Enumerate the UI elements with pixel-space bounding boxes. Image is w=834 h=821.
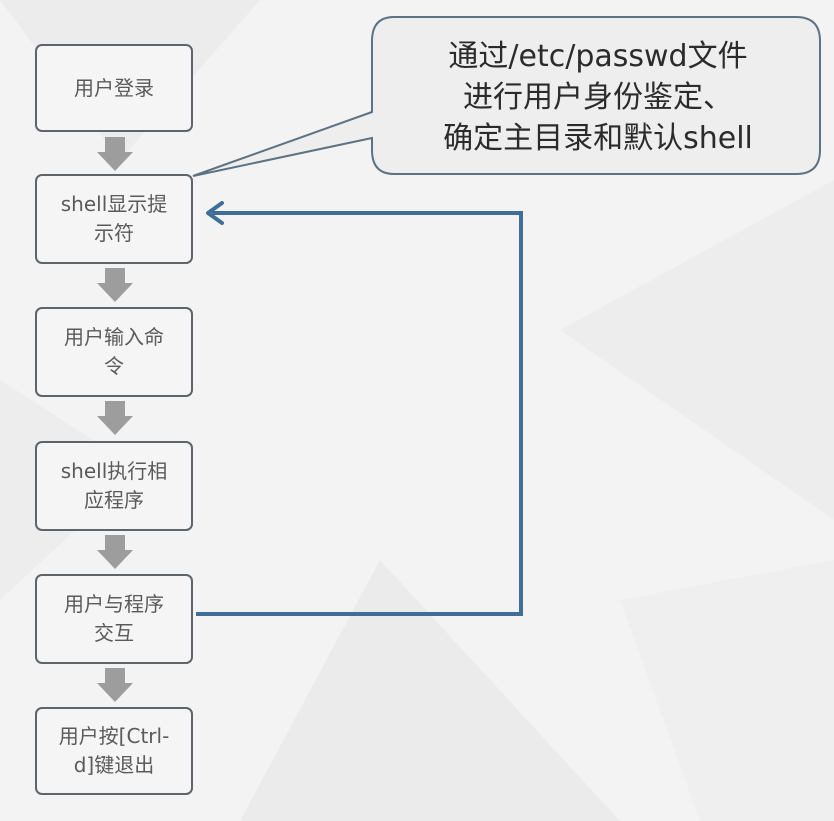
step-label: shell执行相 (60, 459, 168, 483)
step-user-login: 用户登录 (35, 44, 193, 132)
callout-line: 确定主目录和默认shell (443, 120, 753, 156)
down-arrow-icon (97, 668, 133, 702)
step-label: d]键退出 (73, 753, 155, 777)
step-user-input-command: 用户输入命 令 (35, 307, 193, 397)
callout-text: 通过/etc/passwd文件 进行用户身份鉴定、 确定主目录和默认shell (378, 22, 818, 172)
step-label: shell显示提 (60, 192, 168, 216)
step-label: 示符 (93, 221, 134, 245)
step-label: 应程序 (83, 488, 144, 512)
step-label: 用户登录 (74, 75, 154, 100)
down-arrow-icon (97, 535, 133, 569)
down-arrow-icon (97, 268, 133, 302)
step-label: 交互 (94, 621, 134, 645)
step-shell-prompt: shell显示提 示符 (35, 174, 193, 264)
step-shell-execute: shell执行相 应程序 (35, 441, 193, 531)
step-label: 令 (104, 354, 124, 378)
step-user-interact: 用户与程序 交互 (35, 574, 193, 664)
down-arrow-icon (97, 137, 133, 171)
step-label: 用户与程序 (64, 592, 164, 616)
step-label: 用户按[Ctrl- (58, 724, 170, 748)
callout-line: 通过/etc/passwd文件 (448, 38, 748, 74)
callout-line: 进行用户身份鉴定、 (463, 79, 733, 115)
step-label: 用户输入命 (64, 325, 164, 349)
down-arrow-icon (97, 401, 133, 435)
step-user-exit: 用户按[Ctrl- d]键退出 (35, 707, 193, 795)
